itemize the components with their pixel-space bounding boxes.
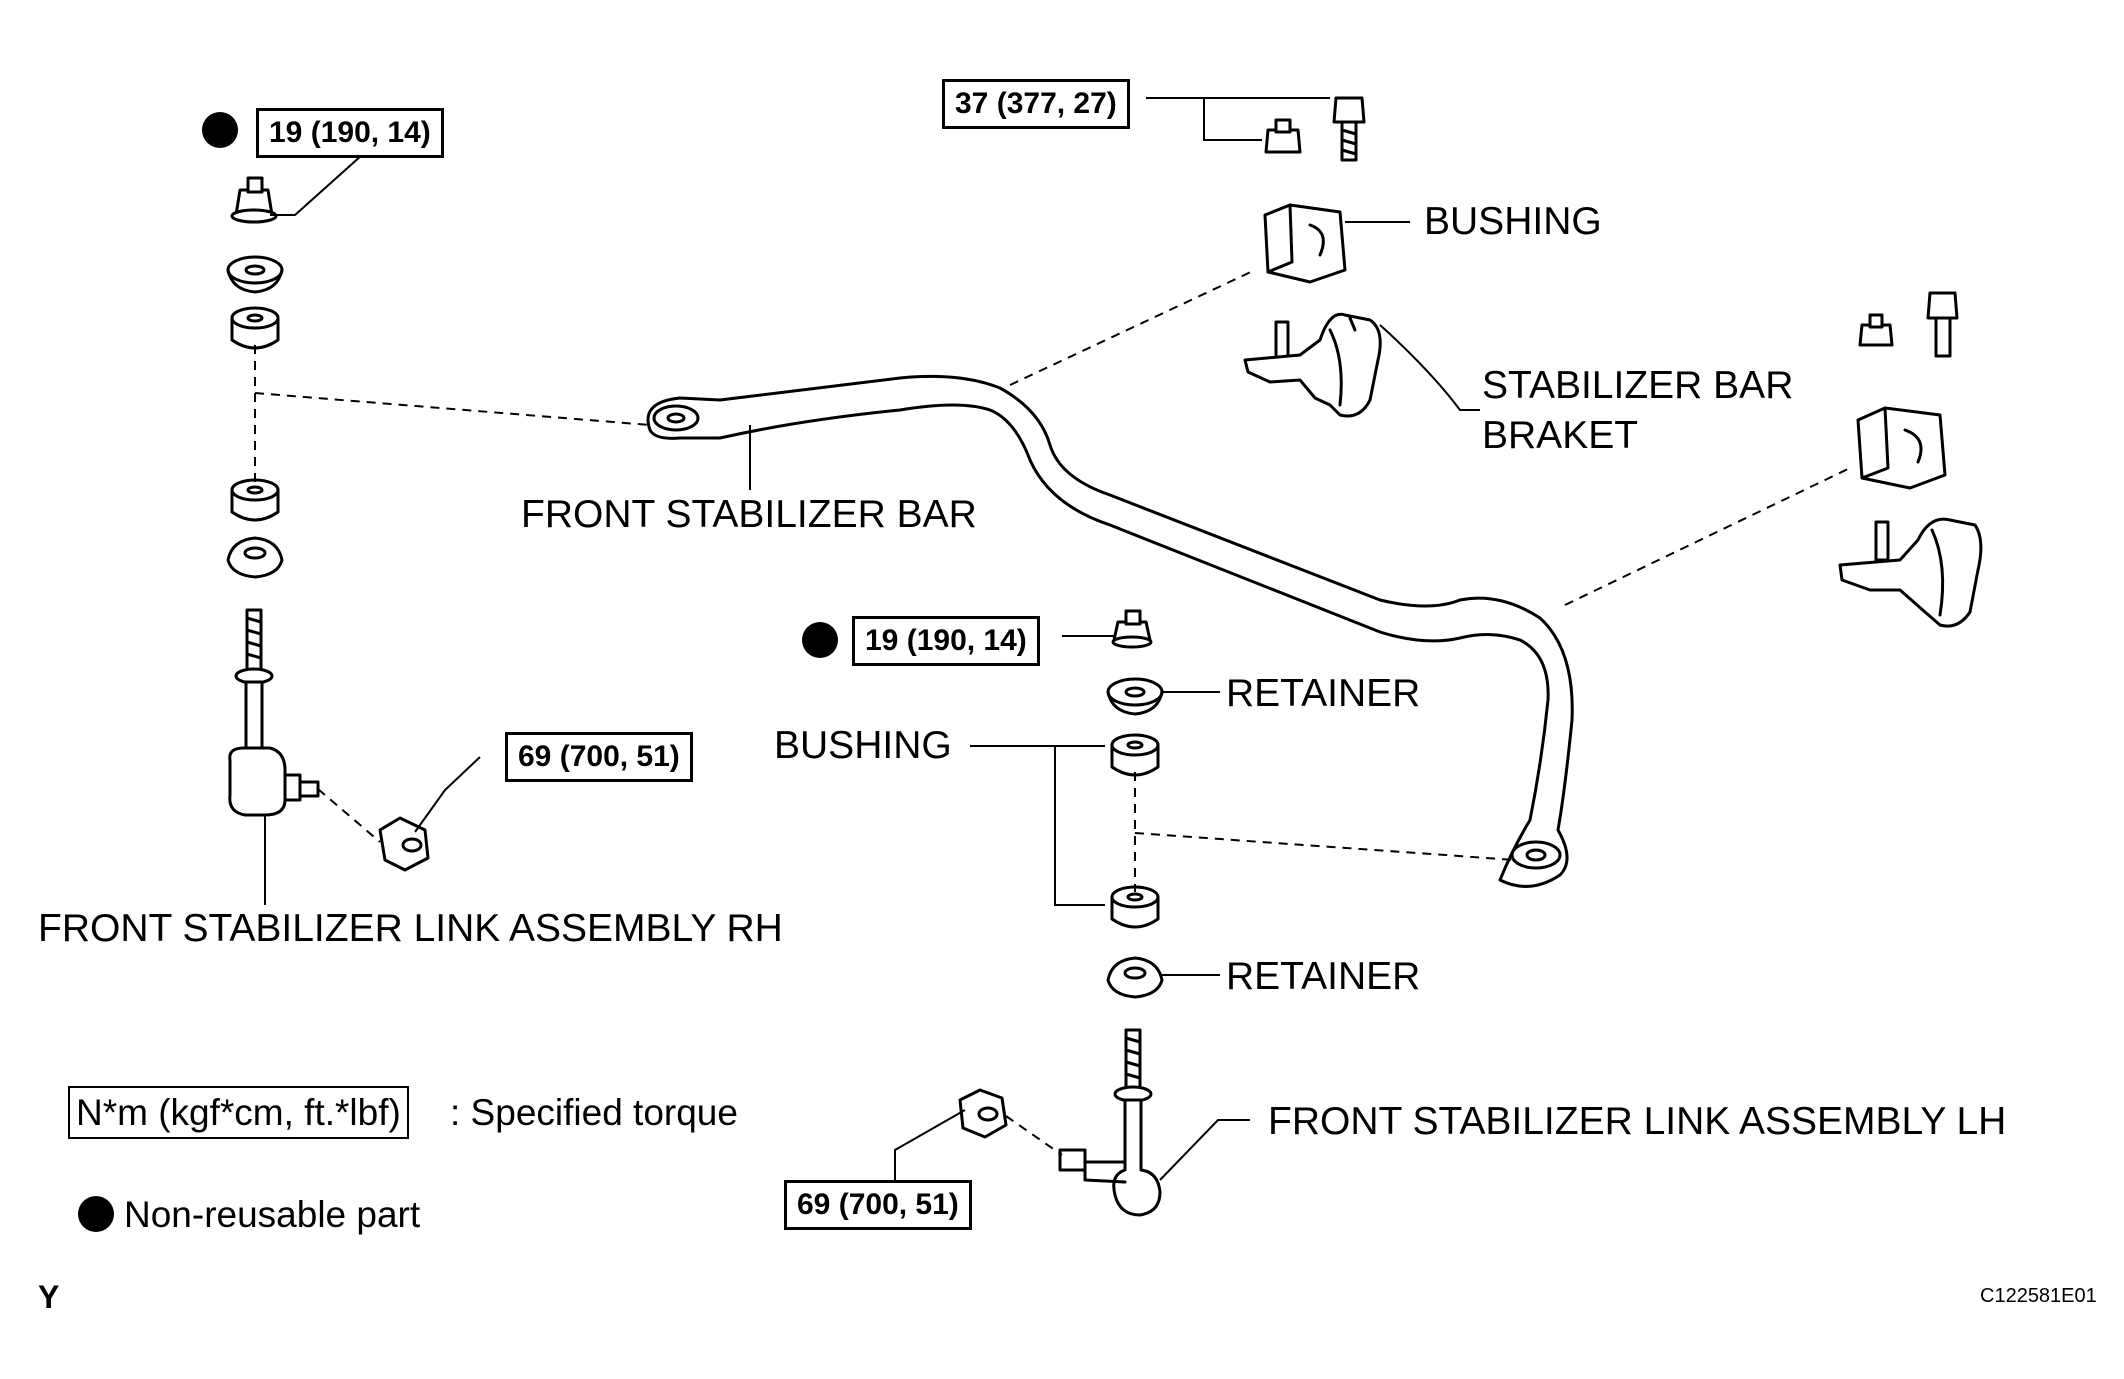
bracket-nut-right-drawing bbox=[1858, 313, 1894, 347]
rh-lower-bushing-drawing bbox=[230, 478, 280, 522]
torque-box-rh-lower-nut: 69 (700, 51) bbox=[505, 732, 693, 782]
lh-upper-retainer-drawing bbox=[1106, 677, 1164, 716]
rh-to-bar-dashed-line bbox=[254, 392, 651, 426]
rh-upper-nut-drawing bbox=[230, 176, 278, 224]
lh-lower-nut-drawing bbox=[958, 1088, 1008, 1139]
torque-box-rh-upper-nut: 19 (190, 14) bbox=[256, 108, 444, 158]
non-reusable-dot-lh bbox=[802, 622, 838, 658]
leader-bracket bbox=[1379, 324, 1480, 411]
bushing-top-drawing bbox=[1263, 203, 1347, 284]
lh-stabilizer-link-drawing bbox=[1058, 1028, 1162, 1217]
rh-upper-retainer-drawing bbox=[226, 255, 284, 294]
lh-nut-dashed-line bbox=[1005, 1115, 1063, 1156]
rh-lower-nut-drawing bbox=[378, 816, 430, 872]
figure-code: C122581E01 bbox=[1980, 1285, 2097, 1307]
label-link-lh: FRONT STABILIZER LINK ASSEMBLY LH bbox=[1268, 1100, 2007, 1143]
bar-to-bushing-dashed-line bbox=[1009, 269, 1256, 386]
rh-nut-dashed-line bbox=[317, 788, 381, 843]
legend-torque-description: : Specified torque bbox=[450, 1092, 738, 1133]
bracket-right-drawing bbox=[1838, 517, 1983, 628]
bushing-right-drawing bbox=[1856, 406, 1947, 490]
leader-bushing-lh bbox=[970, 745, 1105, 906]
legend-torque-unit-box: N*m (kgf*cm, ft.*lbf) bbox=[68, 1086, 409, 1139]
label-link-rh: FRONT STABILIZER LINK ASSEMBLY RH bbox=[38, 907, 783, 950]
torque-box-lh-upper-nut: 19 (190, 14) bbox=[852, 616, 1040, 666]
lh-lower-retainer-drawing bbox=[1106, 956, 1164, 999]
label-retainer-upper: RETAINER bbox=[1226, 672, 1421, 715]
label-bracket-line1: STABILIZER BAR bbox=[1482, 364, 1794, 407]
legend-non-reusable-dot bbox=[78, 1196, 114, 1232]
lh-upper-nut-drawing bbox=[1111, 609, 1153, 649]
leader-link-lh bbox=[1159, 1119, 1250, 1181]
lh-upper-bushing-drawing bbox=[1110, 733, 1160, 777]
leader-rh-lower-torque bbox=[414, 756, 481, 833]
lh-lower-bushing-drawing bbox=[1110, 885, 1160, 929]
bar-to-right-bushing-dashed-line bbox=[1564, 467, 1851, 606]
front-stabilizer-bar-drawing bbox=[646, 374, 1574, 888]
label-bushing-lh: BUSHING bbox=[774, 724, 952, 767]
torque-box-bracket-bolt: 37 (377, 27) bbox=[942, 79, 1130, 129]
label-bushing-top: BUSHING bbox=[1424, 200, 1602, 243]
torque-box-lh-lower-nut: 69 (700, 51) bbox=[784, 1180, 972, 1230]
label-bracket-line2: BRAKET bbox=[1482, 414, 1639, 457]
stabilizer-bar-bracket-drawing bbox=[1243, 312, 1382, 418]
label-front-stabilizer-bar: FRONT STABILIZER BAR bbox=[521, 493, 977, 536]
rh-stabilizer-link-drawing bbox=[228, 608, 320, 817]
legend-non-reusable-text: Non-reusable part bbox=[124, 1194, 421, 1235]
label-retainer-lower: RETAINER bbox=[1226, 955, 1421, 998]
rh-upper-bushing-drawing bbox=[230, 306, 280, 350]
non-reusable-dot-rh bbox=[202, 112, 238, 148]
rh-lower-retainer-drawing bbox=[226, 536, 284, 579]
leader-bracket-torque-nut bbox=[1203, 98, 1262, 141]
figure-letter: Y bbox=[38, 1279, 60, 1315]
bracket-bolt-top-drawing bbox=[1332, 96, 1366, 162]
bracket-nut-top-drawing bbox=[1264, 118, 1302, 154]
bracket-bolt-right-drawing bbox=[1926, 291, 1959, 358]
lh-to-bar-dashed-line bbox=[1134, 832, 1516, 861]
leader-rh-upper-torque bbox=[270, 154, 363, 216]
leader-lh-lower-torque bbox=[894, 1109, 966, 1180]
